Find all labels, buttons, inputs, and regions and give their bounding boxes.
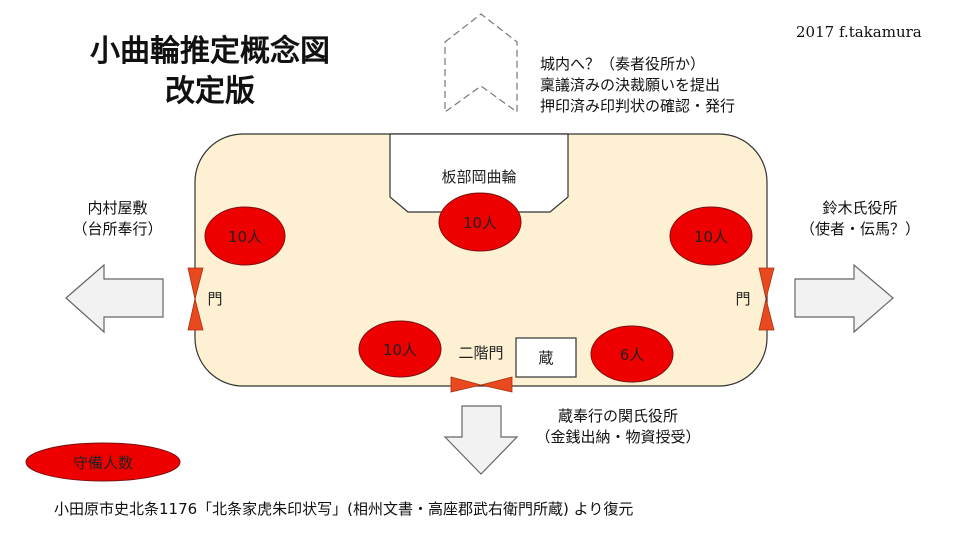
north-note-line-1: 城内へ？（奏者役所か） [540, 55, 706, 73]
west-arrow [65, 263, 164, 334]
title-line-2: 改定版 [165, 74, 255, 109]
north-arrow [444, 13, 518, 114]
author-credit: 2017 f.takamura [796, 23, 922, 41]
guard-label-east: 10人 [694, 228, 728, 246]
east-gate-marker [758, 267, 775, 331]
guard-marker-center [438, 192, 522, 252]
north-note: 城内へ？（奏者役所か） 稟議済みの決裁願いを提出 押印済み印判状の確認・発行 [540, 54, 735, 117]
guard-label-south-right: 6人 [620, 346, 645, 364]
south-note: 蔵奉行の関氏役所 （金銭出納・物資授受） [528, 406, 708, 448]
north-note-line-2: 稟議済みの決裁願いを提出 [540, 76, 721, 94]
title-line-1: 小曲輪推定概念図 [90, 34, 330, 69]
east-note-line-2: （使者・伝馬？） [799, 220, 920, 238]
diagram-title: 小曲輪推定概念図 改定版 [70, 32, 350, 112]
guard-label-south-left: 10人 [383, 341, 417, 359]
south-note-line-2: （金銭出納・物資授受） [535, 428, 701, 446]
guard-label-west: 10人 [228, 228, 262, 246]
inner-block [389, 133, 569, 213]
south-gate-marker [450, 376, 513, 393]
inner-block-label: 板部岡曲輪 [441, 168, 516, 186]
east-note-line-1: 鈴木氏役所 [822, 199, 898, 217]
west-note-line-1: 内村屋敷 [87, 199, 148, 217]
guard-marker-east [669, 206, 753, 266]
west-note-line-2: （台所奉行） [72, 220, 163, 238]
legend-marker [25, 442, 181, 482]
storehouse [515, 337, 577, 378]
south-gate-label: 二階門 [458, 344, 503, 362]
guard-label-center: 10人 [463, 214, 497, 232]
south-note-line-1: 蔵奉行の関氏役所 [557, 407, 678, 425]
east-note: 鈴木氏役所 （使者・伝馬？） [790, 198, 930, 240]
east-arrow [794, 263, 894, 334]
west-gate-label: 門 [207, 290, 222, 308]
west-note: 内村屋敷 （台所奉行） [50, 198, 185, 240]
source-citation: 小田原市史北条1176「北条家虎朱印状写」(相州文書・高座郡武右衛門所蔵) より… [54, 500, 634, 518]
guard-marker-west [204, 206, 286, 266]
storehouse-label: 蔵 [538, 349, 553, 367]
legend-label: 守備人数 [73, 454, 133, 472]
guard-marker-south-right [590, 325, 674, 383]
south-arrow [443, 405, 519, 475]
guard-marker-south-left [358, 320, 442, 378]
north-note-line-3: 押印済み印判状の確認・発行 [540, 97, 736, 115]
west-gate-marker [187, 267, 204, 331]
east-gate-label: 門 [735, 290, 750, 308]
